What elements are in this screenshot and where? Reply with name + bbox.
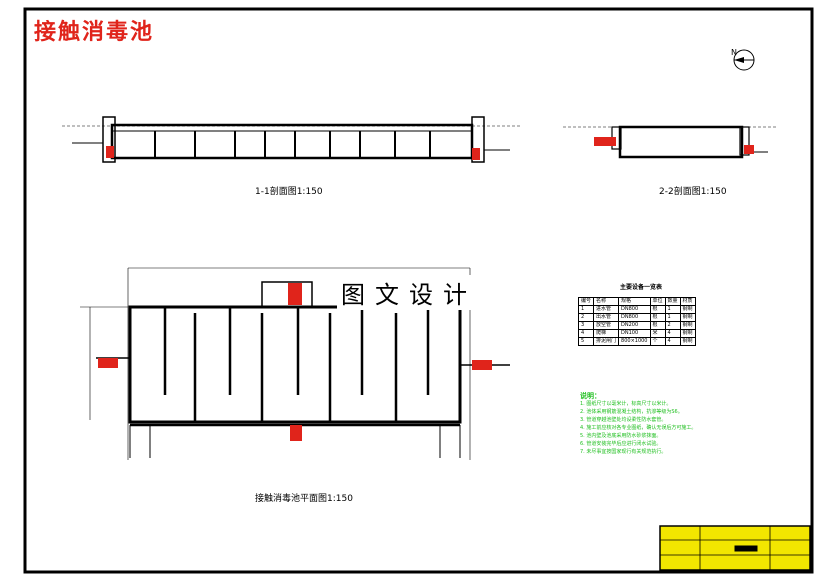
table-cell: DN800 [618,313,651,322]
notes-title: 说明： [580,392,601,400]
plan-view-caption: 接触消毒池平面图1:150 [255,494,353,504]
table-cell: 1 [577,305,595,314]
table-cell: 根 [649,321,666,330]
table-cell: 4 [577,329,595,338]
table-cell: 2 [577,313,595,322]
table-cell: 3 [577,321,595,330]
table-cell: 根 [649,305,666,314]
table-cell: 钢制 [679,305,696,314]
watermark-text: 图文设计 [337,275,481,310]
table-cell: DN100 [618,329,651,338]
table-cell: 1 [664,313,681,322]
note-line: 4. 施工前应核对各专业图纸，确认无误后方可施工。 [580,425,697,431]
title-block [659,525,811,571]
drawing-title: 接触消毒池 [34,19,155,45]
table-header-cell: 数量 [664,297,681,306]
section-1-1-drawing [62,116,520,163]
plan-outlet-pipe-icon [472,360,492,370]
plan-view-drawing [80,267,510,460]
table-cell: 个 [649,337,666,346]
table-cell: 800×1000 [618,337,651,346]
table-cell: 4 [664,329,681,338]
inlet-valve-icon [106,146,114,158]
outlet-valve-icon [472,148,480,160]
section-2-2-drawing [563,125,778,159]
plan-top-pipe-icon [288,283,302,305]
table-cell: 进水管 [593,305,620,314]
table-cell: 出水管 [593,313,620,322]
table-cell: 排泥闸门 [593,337,620,346]
table-header-row: 编号 名称 规格 单位 数量 材质 [577,297,696,306]
table-cell: 爬梯 [593,329,620,338]
material-table-title: 主要设备一览表 [620,284,663,291]
table-header-cell: 规格 [618,297,651,306]
note-line: 6. 管道安装完毕后应进行闭水试验。 [580,441,662,447]
table-cell: 4 [664,337,681,346]
material-table: 编号 名称 规格 单位 数量 材质 1 进水管 DN800 根 1 钢制 2 出… [577,297,696,346]
table-header-cell: 单位 [649,297,666,306]
table-cell: 米 [649,329,666,338]
note-line: 7. 未尽事宜按国家现行有关规范执行。 [580,449,667,455]
table-cell: 2 [664,321,681,330]
section2-inlet-pipe-icon [594,137,616,146]
table-cell: 根 [649,313,666,322]
table-header-cell: 编号 [577,297,595,306]
note-line: 1. 图纸尺寸以毫米计，标高尺寸以米计。 [580,401,672,407]
plan-inlet-pipe-icon [98,358,118,368]
table-row: 3 放空管 DN200 根 2 钢制 [577,321,696,330]
table-row: 5 排泥闸门 800×1000 个 4 钢制 [577,337,696,346]
table-cell: 钢制 [679,337,696,346]
plan-bottom-pipe-icon [290,425,302,441]
section-1-1-caption: 1-1剖面图1:150 [255,187,323,197]
table-header-cell: 材质 [679,297,696,306]
table-cell: DN200 [618,321,651,330]
table-cell: 钢制 [679,329,696,338]
table-row: 1 进水管 DN800 根 1 钢制 [577,305,696,314]
table-row: 2 出水管 DN800 根 1 钢制 [577,313,696,322]
table-cell: 钢制 [679,321,696,330]
section-2-2-caption: 2-2剖面图1:150 [659,187,727,197]
table-cell: 1 [664,305,681,314]
note-line: 5. 池内壁及池底采用防水砂浆抹面。 [580,433,662,439]
north-arrow-icon [733,49,755,71]
design-notes: 说明： 1. 图纸尺寸以毫米计，标高尺寸以米计。 2. 池体采用钢筋混凝土结构，… [580,392,755,456]
table-cell: 5 [577,337,595,346]
drawing-frame [23,7,814,574]
table-cell: 钢制 [679,313,696,322]
table-cell: DN800 [618,305,651,314]
note-line: 3. 管道穿越池壁处均设柔性防水套管。 [580,417,667,423]
table-header-cell: 名称 [593,297,620,306]
north-label: N [731,48,737,57]
table-row: 4 爬梯 DN100 米 4 钢制 [577,329,696,338]
note-line: 2. 池体采用钢筋混凝土结构，抗渗等级为S6。 [580,409,683,415]
table-cell: 放空管 [593,321,620,330]
section2-outlet-valve-icon [744,145,754,154]
